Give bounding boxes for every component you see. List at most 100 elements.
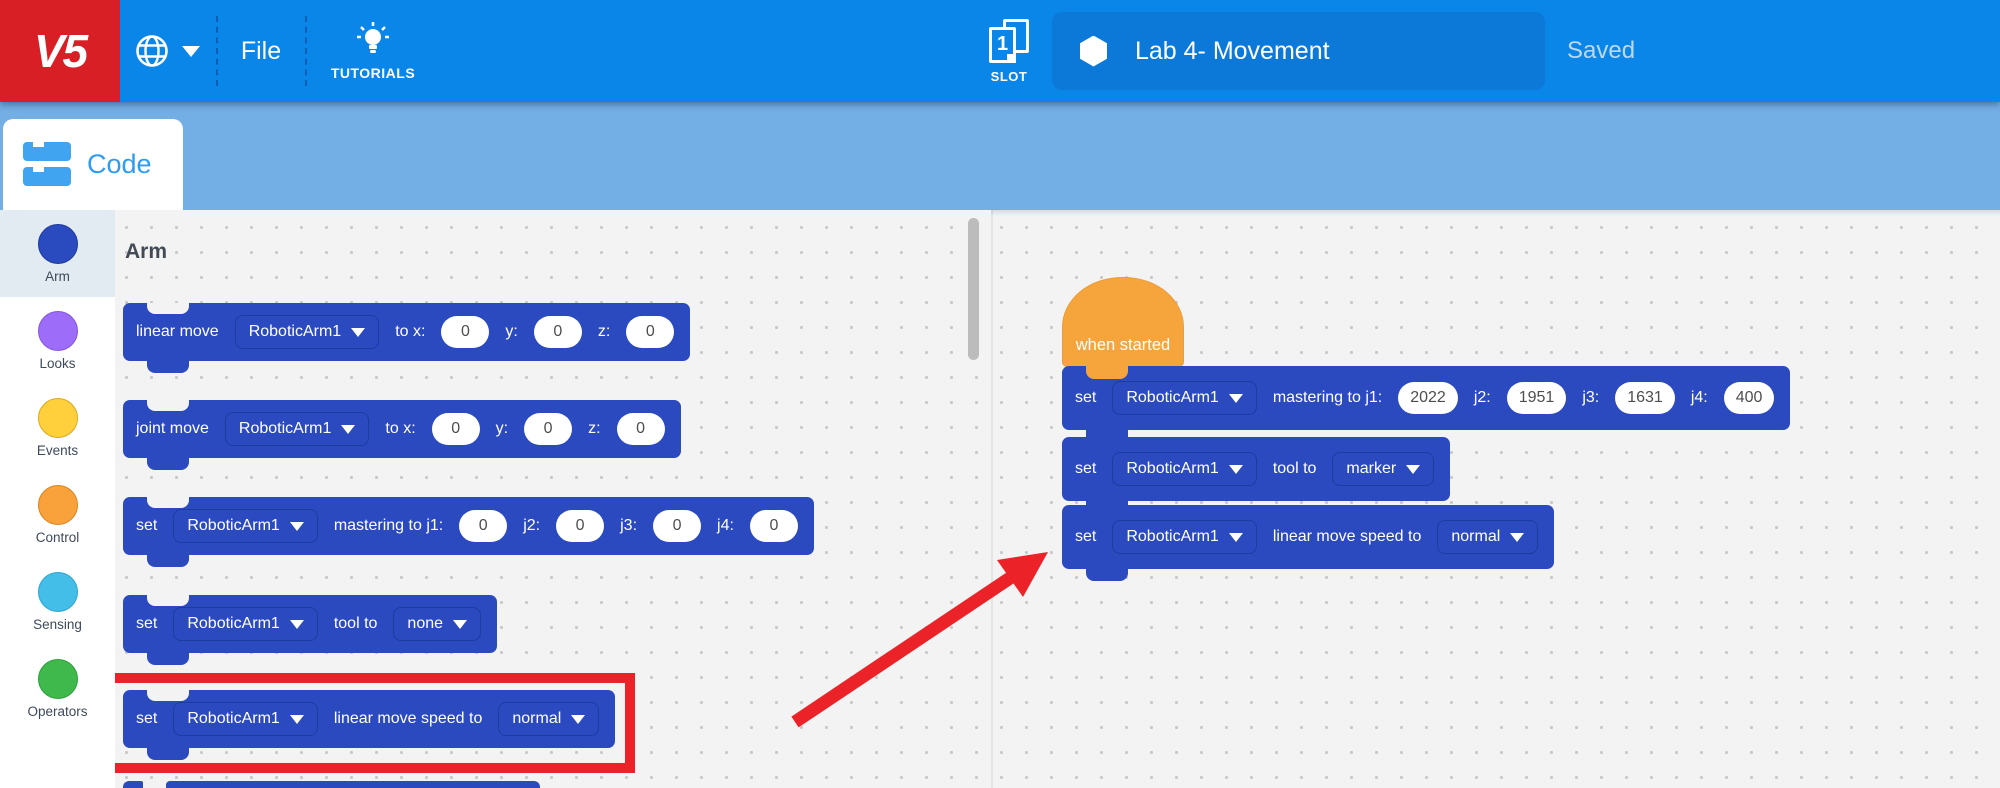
block-label: linear move: [136, 323, 219, 340]
divider: [216, 16, 218, 86]
dropdown-caret-icon: [341, 424, 356, 434]
sidebar-item-looks[interactable]: Looks: [0, 297, 115, 384]
device-dropdown[interactable]: RoboticArm1: [173, 702, 318, 736]
block-label: to x:: [385, 420, 416, 437]
block-label: y:: [495, 420, 509, 437]
block-label: joint move: [136, 420, 209, 437]
slot-button[interactable]: 1 SLOT: [980, 0, 1038, 102]
device-dropdown[interactable]: RoboticArm1: [173, 509, 318, 543]
block-label: linear move speed to: [333, 710, 483, 727]
category-label: Arm: [45, 268, 70, 284]
dropdown-value: RoboticArm1: [1126, 460, 1219, 477]
category-circle-events: [37, 397, 78, 438]
j3-input[interactable]: 1631: [1615, 382, 1675, 414]
device-dropdown[interactable]: RoboticArm1: [1112, 520, 1257, 554]
dropdown-value: RoboticArm1: [187, 710, 280, 727]
sidebar-item-events[interactable]: Events: [0, 384, 115, 471]
block-label: j3:: [1582, 389, 1600, 406]
block-label: mastering to j1:: [333, 517, 444, 534]
block-label: to x:: [395, 323, 426, 340]
block-label: j2:: [523, 517, 541, 534]
block-label: set: [1075, 389, 1097, 406]
device-dropdown[interactable]: RoboticArm1: [234, 315, 380, 349]
y-input[interactable]: 0: [524, 413, 573, 445]
tool-dropdown[interactable]: marker: [1332, 452, 1435, 486]
partial-block-corner: [123, 781, 143, 788]
tab-code-label: Code: [87, 149, 152, 179]
dropdown-caret-icon: [1228, 393, 1243, 403]
project-name-box[interactable]: Lab 4- Movement: [1052, 12, 1545, 90]
dropdown-caret-icon: [289, 714, 304, 724]
j3-input[interactable]: 0: [653, 510, 702, 542]
palette-header: Arm: [125, 240, 168, 263]
tool-dropdown[interactable]: none: [393, 607, 482, 641]
y-input[interactable]: 0: [533, 316, 582, 348]
x-input[interactable]: 0: [431, 413, 480, 445]
partial-block-body: [166, 781, 540, 788]
dropdown-value: RoboticArm1: [187, 517, 280, 534]
sidebar-item-control[interactable]: Control: [0, 471, 115, 558]
z-input[interactable]: 0: [616, 413, 665, 445]
tab-code[interactable]: Code: [3, 119, 183, 210]
category-circle-control: [37, 484, 78, 525]
category-label: Control: [35, 529, 80, 545]
j1-input[interactable]: 0: [459, 510, 508, 542]
dropdown-value: none: [407, 615, 444, 632]
project-name: Lab 4- Movement: [1135, 36, 1330, 65]
device-dropdown[interactable]: RoboticArm1: [1112, 381, 1257, 415]
topbar: V5 File TUTORIALS: [0, 0, 2000, 102]
block-connector: [1086, 426, 1128, 452]
dropdown-value: RoboticArm1: [1126, 528, 1219, 545]
speed-dropdown[interactable]: normal: [498, 702, 600, 736]
tutorials-button[interactable]: TUTORIALS: [318, 0, 428, 102]
file-menu[interactable]: File: [230, 0, 292, 102]
j1-input[interactable]: 2022: [1398, 382, 1458, 414]
dropdown-caret-icon: [1510, 532, 1525, 542]
sidebar-item-operators[interactable]: Operators: [0, 645, 115, 732]
dropdown-value: RoboticArm1: [238, 420, 332, 437]
device-dropdown[interactable]: RoboticArm1: [173, 607, 318, 641]
device-dropdown[interactable]: RoboticArm1: [1112, 452, 1257, 486]
v5-logo[interactable]: V5: [0, 0, 120, 102]
when-started-block[interactable]: when started: [1062, 277, 1184, 367]
j4-input[interactable]: 0: [749, 510, 798, 542]
device-dropdown[interactable]: RoboticArm1: [224, 412, 370, 446]
j2-input[interactable]: 0: [556, 510, 605, 542]
x-input[interactable]: 0: [441, 316, 490, 348]
sidebar-item-arm[interactable]: Arm: [0, 210, 115, 297]
save-status: Saved: [1567, 37, 1636, 64]
j2-input[interactable]: 1951: [1506, 382, 1567, 414]
block-label: mastering to j1:: [1272, 389, 1383, 406]
block-label: j4:: [717, 517, 734, 534]
palette-scrollbar[interactable]: [968, 218, 979, 360]
block-label: z:: [597, 323, 611, 340]
slot-number: 1: [996, 33, 1009, 55]
dropdown-value: RoboticArm1: [248, 323, 342, 340]
divider: [305, 16, 307, 86]
z-input[interactable]: 0: [626, 316, 675, 348]
j4-input[interactable]: 400: [1723, 382, 1775, 414]
language-menu[interactable]: [134, 0, 200, 102]
globe-icon: [136, 35, 168, 67]
hat-nub: [1086, 366, 1128, 379]
sidebar-item-sensing[interactable]: Sensing: [0, 558, 115, 645]
dropdown-caret-icon: [289, 619, 304, 629]
block-label: set: [136, 615, 158, 632]
hexagon-icon: [1080, 35, 1107, 67]
lightbulb-icon: [357, 22, 389, 53]
speed-dropdown[interactable]: normal: [1437, 520, 1539, 554]
